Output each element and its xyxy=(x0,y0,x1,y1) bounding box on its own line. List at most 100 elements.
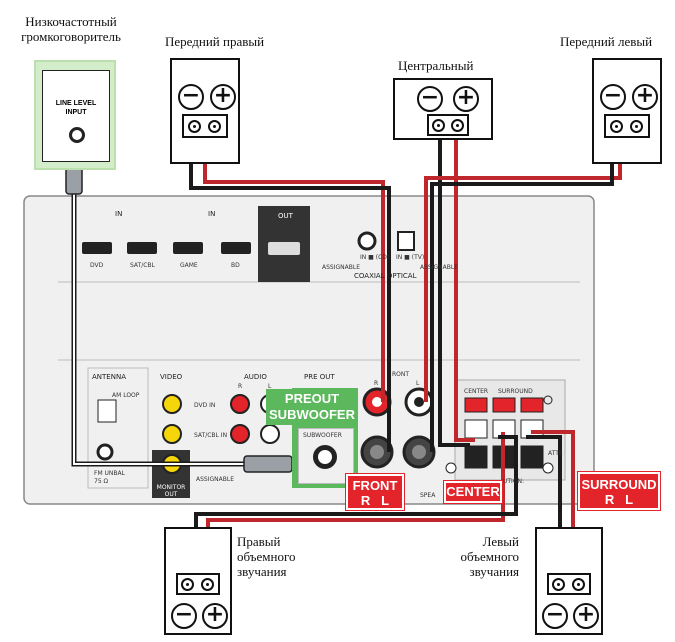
wire-subwoofer-inner xyxy=(73,160,310,465)
out-text: OUT xyxy=(164,491,178,498)
terminal-sl-top xyxy=(520,397,544,413)
hdmi-satcbl-label: SAT/CBL xyxy=(130,262,155,269)
center-small-label: CENTER xyxy=(464,388,489,395)
terminal-dot xyxy=(451,119,464,132)
sl-line2: объемного xyxy=(460,549,519,564)
dvd-in-label: DVD IN xyxy=(194,402,216,409)
terminal-center-mid xyxy=(464,419,488,439)
center-badge: CENTER xyxy=(443,480,503,504)
front-left-label: Передний левый xyxy=(560,34,653,49)
front-small-label: RONT xyxy=(392,371,410,378)
surround-left-terminal xyxy=(547,573,591,595)
front-left-speaker: − + xyxy=(592,58,662,164)
monitor-text: MONITOR xyxy=(156,484,186,491)
audio-l-label: L xyxy=(268,383,272,390)
terminal-center-bot xyxy=(464,445,488,469)
preout-text: PREOUT xyxy=(284,391,340,406)
assignable-label-3: ASSIGNABLE xyxy=(196,476,234,483)
terminal-minus-mark-s xyxy=(542,462,554,474)
minus-icon: − xyxy=(600,84,626,110)
subwoofer-label: Низкочастотный громкоговоритель xyxy=(6,14,136,44)
terminal-sl-bot xyxy=(520,445,544,469)
terminal-plus-mark xyxy=(543,395,553,405)
minus-icon: − xyxy=(178,84,204,110)
audio-r-label: R xyxy=(238,383,243,390)
terminal-minus-mark-c xyxy=(445,462,457,474)
front-badge: FRONT R L xyxy=(345,473,405,511)
sr-line1: Правый xyxy=(237,534,281,549)
audio-jack-sat-l xyxy=(260,424,280,444)
fm-jack xyxy=(96,443,114,461)
assignable-label-1: ASSIGNABLE xyxy=(322,264,360,271)
hdmi-port-bd xyxy=(221,242,251,254)
front-rl-text: R L xyxy=(360,493,390,508)
hdmi-game-label: GAME xyxy=(180,262,198,269)
sr-line2: объемного xyxy=(237,549,296,564)
subwoofer-input-jack xyxy=(69,127,85,143)
coaxial-in-label: IN ■ (CD) xyxy=(360,254,390,261)
surround-rl-text: R L xyxy=(604,492,634,507)
speaker-front-r-center xyxy=(370,445,384,459)
surround-right-label: Правый объемного звучания xyxy=(237,534,295,579)
terminal-dot xyxy=(201,578,214,591)
terminal-dot xyxy=(552,578,565,591)
minus-icon: − xyxy=(417,86,443,112)
front-right-terminal xyxy=(182,114,228,138)
line-level-text: LINE LEVEL xyxy=(55,100,97,107)
video-jack-satcbl xyxy=(162,424,182,444)
preout-l-label: L xyxy=(416,380,420,387)
caution-label: UTION: xyxy=(503,478,525,485)
preout-r-label: R xyxy=(374,380,379,387)
minus-icon: − xyxy=(171,603,197,629)
coaxial-optical-label: COAXIAL OPTICAL xyxy=(354,272,417,280)
surround-left-label: Левый объемного звучания xyxy=(447,534,519,579)
terminal-dot xyxy=(572,578,585,591)
surround-right-terminal xyxy=(176,573,220,595)
hdmi-dvd-label: DVD xyxy=(90,262,104,269)
hdmi-out-label: OUT xyxy=(278,212,293,220)
subwoofer-text: SUBWOOFER xyxy=(269,407,355,422)
subwoofer-label-line1: Низкочастотный xyxy=(25,14,117,29)
wire-front-right-black xyxy=(189,140,391,452)
wire-center-red xyxy=(454,128,475,442)
preout-subwoofer-inner: SUBWOOFER xyxy=(298,428,354,484)
minus-icon: − xyxy=(542,603,568,629)
center-speaker: − + xyxy=(393,78,493,140)
subwoofer-small-label: SUBWOOFER xyxy=(303,432,342,439)
subwoofer-box: LINE LEVEL INPUT xyxy=(34,60,116,170)
hdmi-bd-label: BD xyxy=(231,262,240,269)
center-terminal xyxy=(427,114,469,136)
hdmi-in-label: IN xyxy=(115,210,123,218)
speakers-label: SPEA xyxy=(420,492,436,499)
assignable-label-2: ASSIGNABLE xyxy=(420,264,458,271)
audio-label: AUDIO xyxy=(244,373,267,381)
audio-jack-dvd-r xyxy=(230,394,250,414)
video-jack-dvd xyxy=(162,394,182,414)
terminal-dot xyxy=(188,120,201,133)
preout-front-r-center xyxy=(372,397,382,407)
surround-left-speaker: − + xyxy=(535,527,603,635)
front-right-label: Передний правый xyxy=(165,34,265,49)
subwoofer-input-panel: LINE LEVEL INPUT xyxy=(42,70,110,162)
subwoofer-label-line2: громкоговоритель xyxy=(21,29,121,44)
center-label: Центральный xyxy=(398,58,474,73)
video-label: VIDEO xyxy=(160,373,183,381)
terminal-dot xyxy=(630,120,643,133)
line-level-input-text: LINE LEVEL INPUT xyxy=(45,99,107,117)
antenna-label: ANTENNA xyxy=(92,373,126,381)
terminal-dot xyxy=(208,120,221,133)
terminal-sr-top xyxy=(492,397,516,413)
monitor-out-label: MONITOR OUT xyxy=(156,484,186,498)
surround-small-label: SURROUND xyxy=(498,388,533,395)
surround-text: SURROUND xyxy=(581,477,657,492)
terminal-dot xyxy=(432,119,445,132)
rca-plug-side xyxy=(243,455,293,473)
plus-icon: + xyxy=(573,603,599,629)
sl-line3: звучания xyxy=(469,564,519,579)
plus-icon: + xyxy=(210,84,236,110)
am-loop-label: AM LOOP xyxy=(112,392,140,399)
hdmi-port-satcbl xyxy=(127,242,157,254)
atte-label: ATTE xyxy=(548,450,563,457)
front-text: FRONT xyxy=(352,478,398,493)
